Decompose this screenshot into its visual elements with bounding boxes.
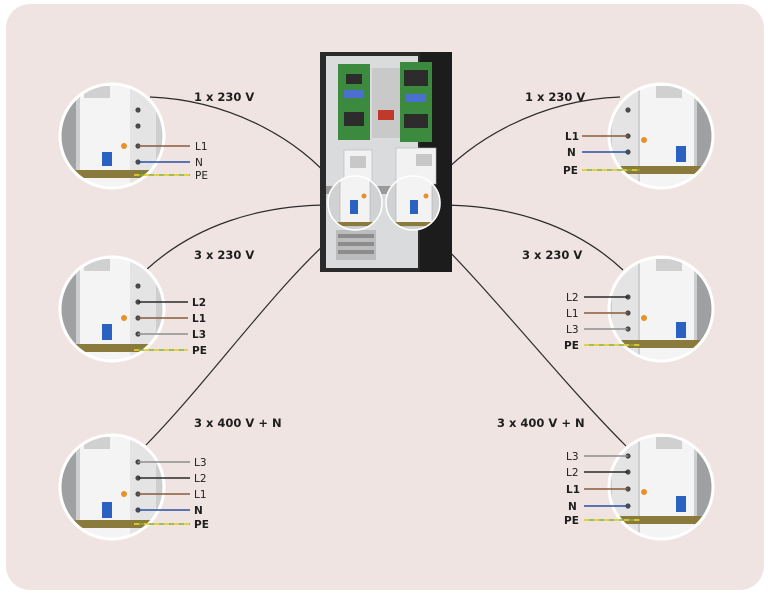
label-left-single-phase-pe: PE — [195, 170, 208, 182]
label-left-three-phase-230-l2: L2 — [192, 297, 206, 309]
background-panel — [6, 4, 764, 590]
label-left-single-phase-n: N — [195, 157, 203, 169]
label-right-three-phase-230-l1: L1 — [566, 308, 579, 320]
connector-left-three-phase-400 — [145, 227, 344, 446]
wires-left-three-phase-230 — [134, 301, 188, 351]
label-right-single-phase-n: N — [567, 147, 576, 159]
label-left-three-phase-400-n: N — [194, 505, 203, 517]
connector-left-three-phase-230 — [145, 204, 331, 271]
center-magnifier-left-content — [328, 176, 382, 230]
cabinet-image — [320, 52, 452, 272]
connector-left-single-phase — [149, 96, 335, 184]
label-right-three-phase-230-l3: L3 — [566, 324, 579, 336]
label-left-three-phase-400-l3: L3 — [194, 457, 207, 469]
detail-circle-left-three-phase-400 — [58, 433, 166, 541]
label-left-single-phase-l1: L1 — [195, 141, 208, 153]
wires-right-three-phase-230 — [584, 296, 640, 346]
connector-right-three-phase-230 — [439, 204, 624, 271]
label-right-single-phase-l1: L1 — [565, 131, 579, 143]
caption-right-single-phase: 1 x 230 V — [525, 90, 585, 104]
caption-left-single-phase: 1 x 230 V — [194, 90, 254, 104]
label-right-three-phase-230-l2: L2 — [566, 292, 579, 304]
detail-circle-left-three-phase-230 — [58, 255, 166, 363]
label-right-single-phase-pe: PE — [563, 165, 578, 177]
caption-right-three-phase-230: 3 x 230 V — [522, 248, 582, 262]
label-right-three-phase-400-n: N — [568, 501, 577, 513]
detail-circle-right-three-phase-230 — [607, 255, 715, 363]
label-right-three-phase-230-pe: PE — [564, 340, 579, 352]
caption-left-three-phase-400: 3 x 400 V + N — [194, 416, 282, 430]
label-left-three-phase-400-l2: L2 — [194, 473, 207, 485]
label-left-three-phase-400-l1: L1 — [194, 489, 207, 501]
label-right-three-phase-400-l1: L1 — [566, 484, 580, 496]
wires-left-three-phase-400 — [134, 461, 190, 525]
label-left-three-phase-230-pe: PE — [192, 345, 207, 357]
label-right-three-phase-400-l3: L3 — [566, 451, 579, 463]
caption-left-three-phase-230: 3 x 230 V — [194, 248, 254, 262]
center-magnifier-left — [327, 175, 383, 231]
label-left-three-phase-230-l1: L1 — [192, 313, 206, 325]
wires-right-single-phase — [582, 135, 640, 171]
wires-left-single-phase — [134, 145, 190, 176]
center-magnifier-right-content — [386, 176, 440, 230]
label-left-three-phase-400-pe: PE — [194, 519, 209, 531]
label-left-three-phase-230-l3: L3 — [192, 329, 206, 341]
label-right-three-phase-400-pe: PE — [564, 515, 579, 527]
wires-right-three-phase-400 — [584, 455, 640, 521]
center-magnifier-right — [385, 175, 441, 231]
label-right-three-phase-400-l2: L2 — [566, 467, 579, 479]
caption-right-three-phase-400: 3 x 400 V + N — [497, 416, 585, 430]
